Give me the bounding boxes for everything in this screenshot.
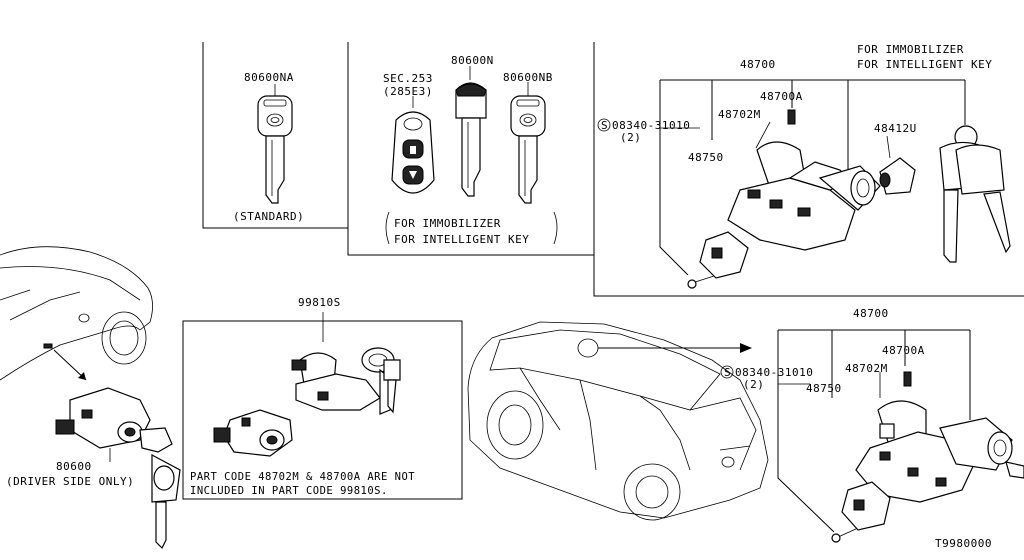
key-80600n <box>455 66 487 197</box>
label-screw-top-qty: (2) <box>620 131 641 144</box>
car-side-view <box>0 246 153 381</box>
door-lock-80600 <box>55 387 181 550</box>
label-standard: (STANDARD) <box>233 210 304 223</box>
label-screw-top: 08340-31010 <box>612 119 690 132</box>
label-99810s: 99810S <box>298 296 341 309</box>
label-driver-side: (DRIVER SIDE ONLY) <box>6 475 134 488</box>
s-symbol-bot: S <box>724 366 731 379</box>
lock-set-99810s <box>213 347 401 457</box>
diagram-code: T9980000 <box>935 537 992 550</box>
label-screw-bot-qty: (2) <box>743 378 764 391</box>
label-80600n: 80600N <box>451 54 494 67</box>
label-sec285e3: (285E3) <box>383 85 433 98</box>
note-line-1: PART CODE 48702M & 48700A ARE NOT <box>190 471 415 483</box>
key-80600nb <box>510 82 546 204</box>
set-99810s-frame <box>182 320 463 500</box>
hatchback-car <box>467 321 769 521</box>
intelligent-key-fob <box>391 96 435 194</box>
lock-assembly-bottom <box>777 329 1024 543</box>
label-80600na: 80600NA <box>244 71 294 84</box>
label-80600: 80600 <box>56 460 92 473</box>
note-line-2: INCLUDED IN PART CODE 99810S. <box>190 485 388 497</box>
label-48700a-bot: 48700A <box>882 344 925 357</box>
label-48702m-top: 48702M <box>718 108 761 121</box>
label-screw-bot: 08340-31010 <box>735 366 813 379</box>
s-symbol-top: S <box>601 119 608 132</box>
label-immobilizer-a: FOR IMMOBILIZER <box>394 217 501 230</box>
label-48750-top: 48750 <box>688 151 724 164</box>
label-48750-bot: 48750 <box>806 382 842 395</box>
label-48700-bot: 48700 <box>853 307 889 320</box>
label-48412u: 48412U <box>874 122 917 135</box>
lock-assembly-top <box>659 79 1011 289</box>
label-48700-top: 48700 <box>740 58 776 71</box>
label-sec253: SEC.253 <box>383 72 433 85</box>
label-48700a-top: 48700A <box>760 90 803 103</box>
key-group-frames <box>202 42 1024 297</box>
key-80600na <box>257 84 293 204</box>
label-80600nb: 80600NB <box>503 71 553 84</box>
label-immobilizer-b: FOR IMMOBILIZER <box>857 43 964 56</box>
label-intelligent-key-b: FOR INTELLIGENT KEY <box>857 58 992 71</box>
label-48702m-bot: 48702M <box>845 362 888 375</box>
label-intelligent-key-a: FOR INTELLIGENT KEY <box>394 233 529 246</box>
